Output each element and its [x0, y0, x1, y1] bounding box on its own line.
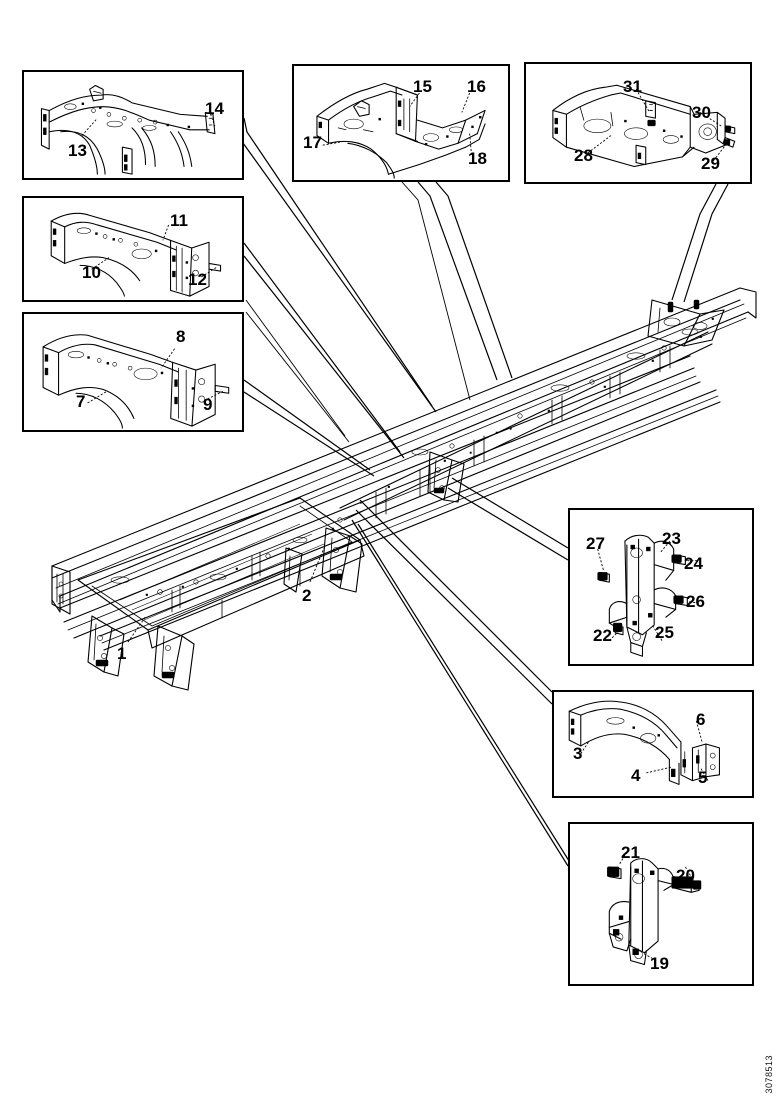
callout-panel-front-crossmember — [22, 70, 244, 180]
label-13: 13 — [68, 141, 87, 160]
frame-cross-structure — [77, 331, 713, 649]
label-22: 22 — [593, 626, 612, 645]
pointer-16 — [461, 92, 470, 113]
label-21: 21 — [621, 843, 640, 862]
label-31: 31 — [623, 77, 642, 96]
pointer-13 — [81, 117, 98, 136]
bracket-part-upper — [50, 212, 222, 297]
rear-end-crossmember — [647, 299, 725, 347]
label-2: 2 — [302, 586, 312, 605]
label-8: 8 — [176, 327, 186, 346]
label-16: 16 — [467, 77, 486, 96]
pointer-14 — [208, 110, 216, 127]
bumper-support-part — [568, 700, 720, 785]
pointer-15 — [409, 92, 420, 107]
label-5: 5 — [698, 768, 708, 787]
pointer-11 — [162, 224, 170, 241]
label-30: 30 — [692, 103, 711, 122]
pointer-3 — [580, 741, 589, 754]
label-26: 26 — [686, 592, 705, 611]
leader-group-right-mid — [447, 477, 569, 561]
pointer-28 — [587, 135, 612, 154]
label-11: 11 — [170, 211, 188, 230]
pointer-8 — [160, 348, 175, 369]
panel-19-21-art — [607, 854, 702, 966]
leader-group-right-low — [351, 499, 577, 873]
label-28: 28 — [574, 146, 593, 165]
frame-holes-and-detail — [110, 317, 714, 596]
leader-group-top-center — [401, 181, 513, 401]
label-24: 24 — [684, 554, 703, 573]
pointer-26 — [689, 601, 702, 605]
label-9: 9 — [203, 395, 213, 414]
panel-7-8-9-art — [42, 334, 230, 429]
rear-crossmember-part — [316, 82, 486, 179]
pointer-2 — [309, 547, 325, 583]
label-29: 29 — [701, 154, 720, 173]
pointer-1 — [127, 615, 147, 643]
bed-floor-ribs — [119, 523, 325, 621]
frame-rail-left-inner — [59, 355, 701, 639]
spring-hanger-part — [597, 534, 688, 657]
frame-front-end-plate — [51, 565, 71, 615]
pointer-21 — [618, 854, 626, 866]
pointer-4 — [646, 766, 672, 774]
panel-3-6-art — [568, 700, 720, 785]
pointer-25 — [651, 624, 663, 641]
watermark-code: 3078513 — [764, 1055, 774, 1094]
label-17: 17 — [303, 133, 322, 152]
label-20: 20 — [676, 866, 695, 885]
label-1: 1 — [117, 644, 127, 663]
crossmember-part — [40, 84, 216, 175]
rear-end-member-part — [552, 84, 736, 168]
label-19: 19 — [650, 954, 669, 973]
label-14: 14 — [205, 99, 224, 118]
mid-hanger-brackets — [283, 527, 363, 593]
panel-22-27-art — [597, 534, 702, 657]
pointer-5 — [699, 766, 709, 781]
panel-28-31-art — [552, 84, 736, 168]
label-10: 10 — [82, 263, 101, 282]
callout-panel-bracket-upper — [22, 196, 244, 302]
label-3: 3 — [573, 744, 583, 763]
label-18: 18 — [468, 149, 487, 168]
label-12: 12 — [188, 270, 207, 289]
callout-panel-rear-crossmember — [292, 64, 510, 182]
label-7: 7 — [76, 392, 86, 411]
label-6: 6 — [696, 710, 706, 729]
label-25: 25 — [655, 623, 674, 642]
label-23: 23 — [662, 529, 681, 548]
pointer-12 — [201, 266, 217, 278]
pointer-19 — [642, 952, 657, 961]
pointer-23 — [659, 540, 671, 554]
label-27: 27 — [586, 534, 605, 553]
panel-13-14-art — [40, 84, 216, 175]
pointer-9 — [207, 390, 224, 400]
leader-group-left — [237, 117, 437, 477]
bracket-part-lower — [42, 334, 230, 429]
front-hanger-brackets — [87, 615, 195, 691]
panel-10-11-12-art — [50, 212, 222, 297]
panel-15-18-art — [316, 82, 486, 179]
pointer-30 — [699, 111, 722, 127]
callout-panel-spring-hanger — [568, 508, 754, 666]
shackle-bracket-part — [607, 858, 702, 966]
rear-spring-hangers — [427, 451, 465, 503]
callout-panel-bumper-support — [552, 690, 754, 798]
callout-panel-rear-end-member — [524, 62, 752, 184]
leader-group-top-right — [671, 183, 729, 303]
callout-panel-bracket-lower — [22, 312, 244, 432]
label-4: 4 — [631, 766, 641, 785]
pointer-20 — [685, 866, 694, 881]
label-15: 15 — [413, 77, 432, 96]
pointer-10 — [91, 257, 110, 270]
callout-panel-shackle-bracket — [568, 822, 754, 986]
pointer-31 — [635, 88, 650, 113]
